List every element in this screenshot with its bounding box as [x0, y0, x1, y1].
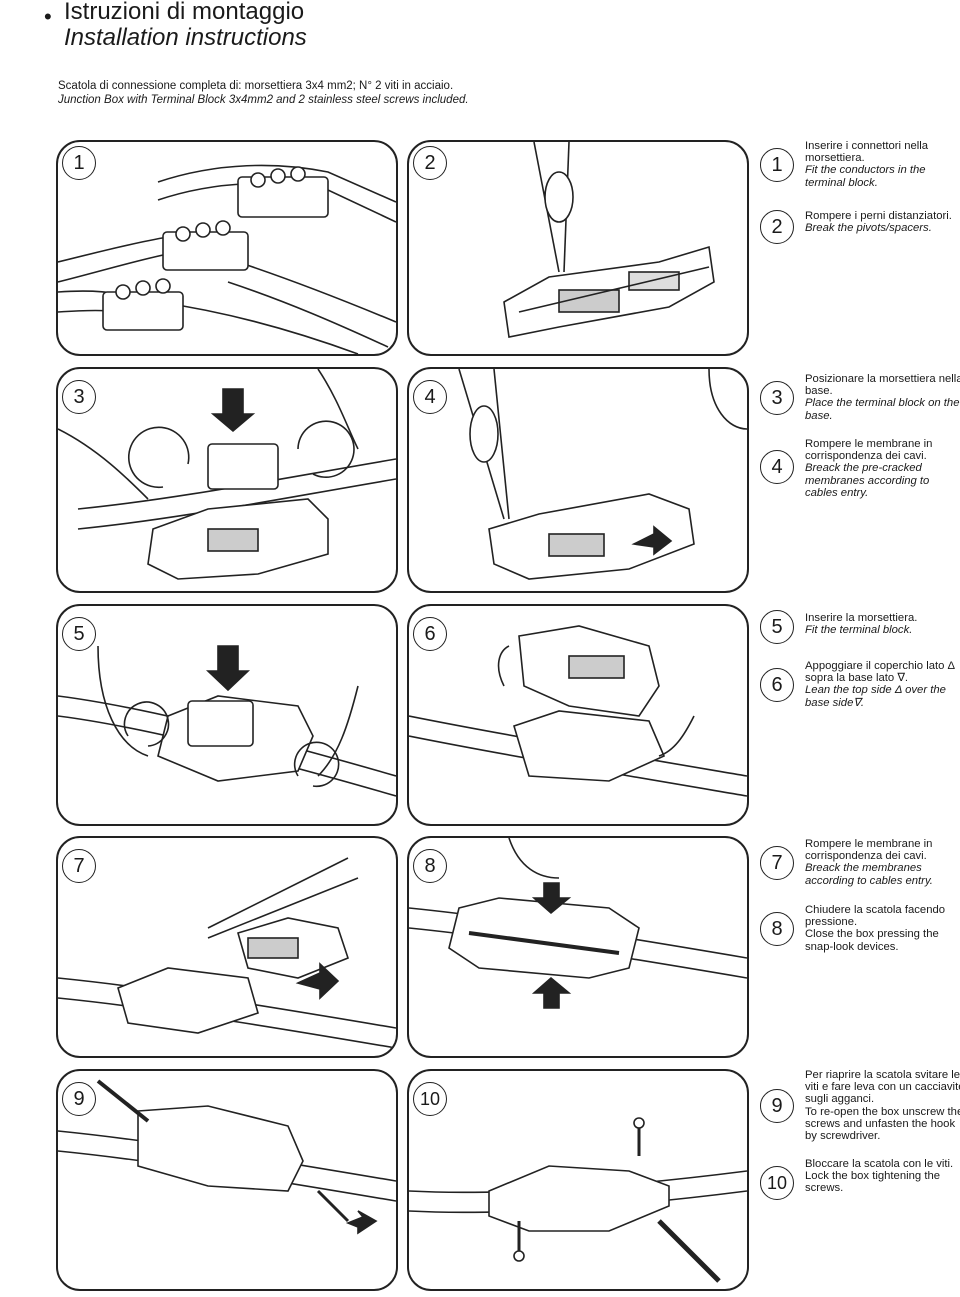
- instruction-step-5: 5 Inserire la morsettiera. Fit the termi…: [760, 610, 960, 644]
- step-text-italian: Rompere i perni distanziatori.: [805, 210, 952, 222]
- panel-number-badge: 4: [413, 380, 447, 414]
- title-bullet: •: [44, 4, 52, 29]
- panel-number-badge: 3: [62, 380, 96, 414]
- panel-number-badge: 6: [413, 617, 447, 651]
- illustration-reopen-box: [58, 1079, 396, 1235]
- step-text-italian: Appoggiare il coperchio lato Δ sopra la …: [805, 660, 955, 685]
- step-text: Inserire la morsettiera. Fit the termina…: [805, 612, 960, 636]
- step-number-badge: 9: [760, 1089, 794, 1123]
- intro-text: Scatola di connessione completa di: mors…: [58, 80, 454, 92]
- step-text: Bloccare la scatola con le viti. Lock th…: [805, 1158, 960, 1195]
- panel-step-7: 7: [56, 836, 398, 1058]
- panel-number-badge: 8: [413, 849, 447, 883]
- panel-number-badge: 9: [62, 1082, 96, 1116]
- instruction-step-2: 2 Rompere i perni distanziatori. Break t…: [760, 210, 960, 244]
- panel-number-badge: 7: [62, 849, 96, 883]
- illustration-break-cable-membranes: [58, 857, 396, 1049]
- panel-step-5: 5: [56, 604, 398, 826]
- step-text-italian: Chiudere la scatola facendo pressione.: [805, 904, 946, 929]
- step-text-italian: Rompere le membrane in corrispondenza de…: [805, 838, 933, 863]
- step-number-badge: 10: [760, 1166, 794, 1200]
- instruction-step-7: 7 Rompere le membrane in corrispondenza …: [760, 838, 960, 888]
- panel-number-badge: 5: [62, 617, 96, 651]
- step-text: Posizionare la morsettiera nella base. P…: [805, 373, 960, 422]
- panel-step-9: 9: [56, 1069, 398, 1291]
- panel-step-2: 2: [407, 140, 749, 356]
- step-number-badge: 7: [760, 846, 794, 880]
- step-text-english: Breack the pre-cracked membranes accordi…: [805, 462, 930, 499]
- step-text: Inserire i connettori nella morsettiera.…: [805, 140, 960, 189]
- instruction-step-9: 9 Per riaprire la scatola svitare le vit…: [760, 1069, 960, 1144]
- step-number-badge: 6: [760, 668, 794, 702]
- panel-step-8: 8: [407, 836, 749, 1058]
- instruction-step-8: 8 Chiudere la scatola facendo pressione.…: [760, 904, 960, 954]
- illustration-place-terminal-block: [58, 369, 396, 580]
- step-number-badge: 5: [760, 610, 794, 644]
- step-text: Chiudere la scatola facendo pressione. C…: [805, 904, 960, 953]
- panel-number-badge: 10: [413, 1082, 447, 1116]
- illustration-break-membranes: [458, 369, 747, 580]
- panel-step-3: 3: [56, 367, 398, 593]
- step-text: Appoggiare il coperchio lato Δ sopra la …: [805, 660, 960, 709]
- step-text: Rompere i perni distanziatori. Break the…: [805, 210, 960, 234]
- intro-text-english: Junction Box with Terminal Block 3x4mm2 …: [58, 94, 469, 106]
- step-number-badge: 1: [760, 148, 794, 182]
- step-text: Rompere le membrane in corrispondenza de…: [805, 438, 960, 499]
- instruction-step-3: 3 Posizionare la morsettiera nella base.…: [760, 373, 960, 423]
- illustration-connectors-in-terminal-block: [58, 164, 396, 354]
- instruction-step-4: 4 Rompere le membrane in corrispondenza …: [760, 438, 960, 499]
- step-text-english: Lean the top side Δ over the base side∇.: [805, 684, 946, 709]
- page-title: Istruzioni di montaggio: [64, 0, 305, 25]
- illustration-fit-terminal-block: [58, 645, 396, 797]
- step-text: Per riaprire la scatola svitare le viti …: [805, 1069, 960, 1142]
- panel-step-6: 6: [407, 604, 749, 826]
- panel-step-1: 1: [56, 140, 398, 356]
- illustration-break-pivots: [503, 142, 715, 338]
- step-text-english: To re-open the box unscrew the screws an…: [805, 1105, 960, 1143]
- instruction-step-6: 6 Appoggiare il coperchio lato Δ sopra l…: [760, 660, 960, 710]
- step-text-italian: Per riaprire la scatola svitare le viti …: [805, 1069, 960, 1106]
- step-number-badge: 3: [760, 381, 794, 415]
- step-text-italian: Inserire la morsettiera.: [805, 612, 918, 624]
- step-text-italian: Rompere le membrane in corrispondenza de…: [805, 438, 933, 463]
- step-text-italian: Posizionare la morsettiera nella base.: [805, 373, 960, 398]
- panel-step-4: 4: [407, 367, 749, 593]
- step-text-english: Place the terminal block on the base.: [805, 397, 960, 422]
- panel-number-badge: 2: [413, 146, 447, 180]
- step-text-italian: Bloccare la scatola con le viti.: [805, 1158, 954, 1170]
- instruction-step-10: 10 Bloccare la scatola con le viti. Lock…: [760, 1158, 960, 1208]
- step-text-english: Fit the conductors in the terminal block…: [805, 164, 926, 189]
- panel-step-10: 10: [407, 1069, 749, 1291]
- instruction-step-1: 1 Inserire i connettori nella morsettier…: [760, 140, 960, 190]
- step-number-badge: 8: [760, 912, 794, 946]
- step-number-badge: 2: [760, 210, 794, 244]
- illustration-close-box: [409, 838, 747, 1009]
- page-title-english: Installation instructions: [64, 24, 307, 51]
- step-text: Rompere le membrane in corrispondenza de…: [805, 838, 960, 887]
- illustration-lock-box-screws: [409, 1117, 747, 1283]
- step-text-english: Break the pivots/spacers.: [805, 222, 932, 235]
- step-text-english: Fit the terminal block.: [805, 624, 913, 637]
- step-text-english: Lock the box tightening the screws.: [805, 1170, 941, 1195]
- step-text-english: Breack the membranes according to cables…: [805, 862, 933, 887]
- step-number-badge: 4: [760, 450, 794, 484]
- step-text-italian: Inserire i connettori nella morsettiera.: [805, 140, 929, 165]
- panel-number-badge: 1: [62, 146, 96, 180]
- illustration-lean-top-over-base: [409, 625, 747, 797]
- step-text-english: Close the box pressing the snap-look dev…: [805, 928, 939, 953]
